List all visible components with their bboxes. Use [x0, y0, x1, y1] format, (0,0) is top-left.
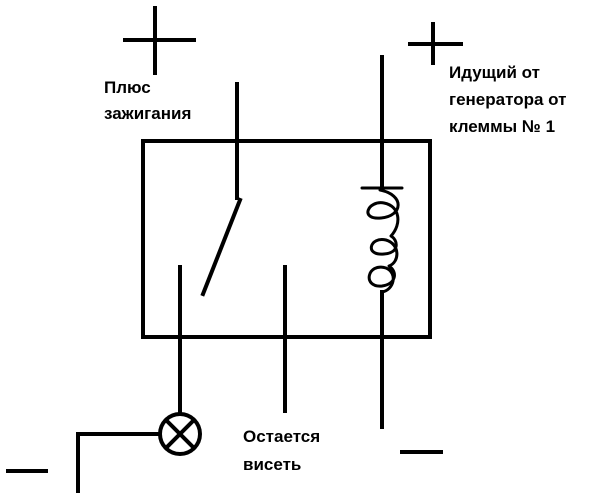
label-left-floating-line-1: Остается — [243, 427, 320, 446]
coil-icon — [360, 186, 404, 294]
label-left-floating-line-2: висеть — [243, 455, 301, 474]
lamp-icon — [158, 412, 202, 456]
label-left-floating: Остается висеть — [243, 427, 325, 474]
label-generator-feed-line-3: клеммы № 1 — [449, 117, 555, 136]
label-ignition-plus: Плюс зажигания — [104, 78, 191, 123]
lamp-cross-b — [163, 417, 197, 451]
lamp-ground-wire — [76, 432, 162, 493]
label-generator-feed-line-2: генератора от — [449, 90, 566, 109]
coil-winding — [360, 186, 404, 294]
label-generator-feed-line-1: Идущий от — [449, 63, 540, 82]
plus-sign-right — [408, 22, 463, 65]
label-ignition-plus-line-2: зажигания — [104, 104, 191, 123]
label-ignition-plus-line-1: Плюс — [104, 78, 151, 97]
label-generator-feed: Идущий от генератора от клеммы № 1 — [449, 63, 571, 136]
plus-sign-top — [123, 6, 196, 75]
switch-blade — [200, 197, 243, 297]
switch-contact-icon — [200, 197, 243, 297]
